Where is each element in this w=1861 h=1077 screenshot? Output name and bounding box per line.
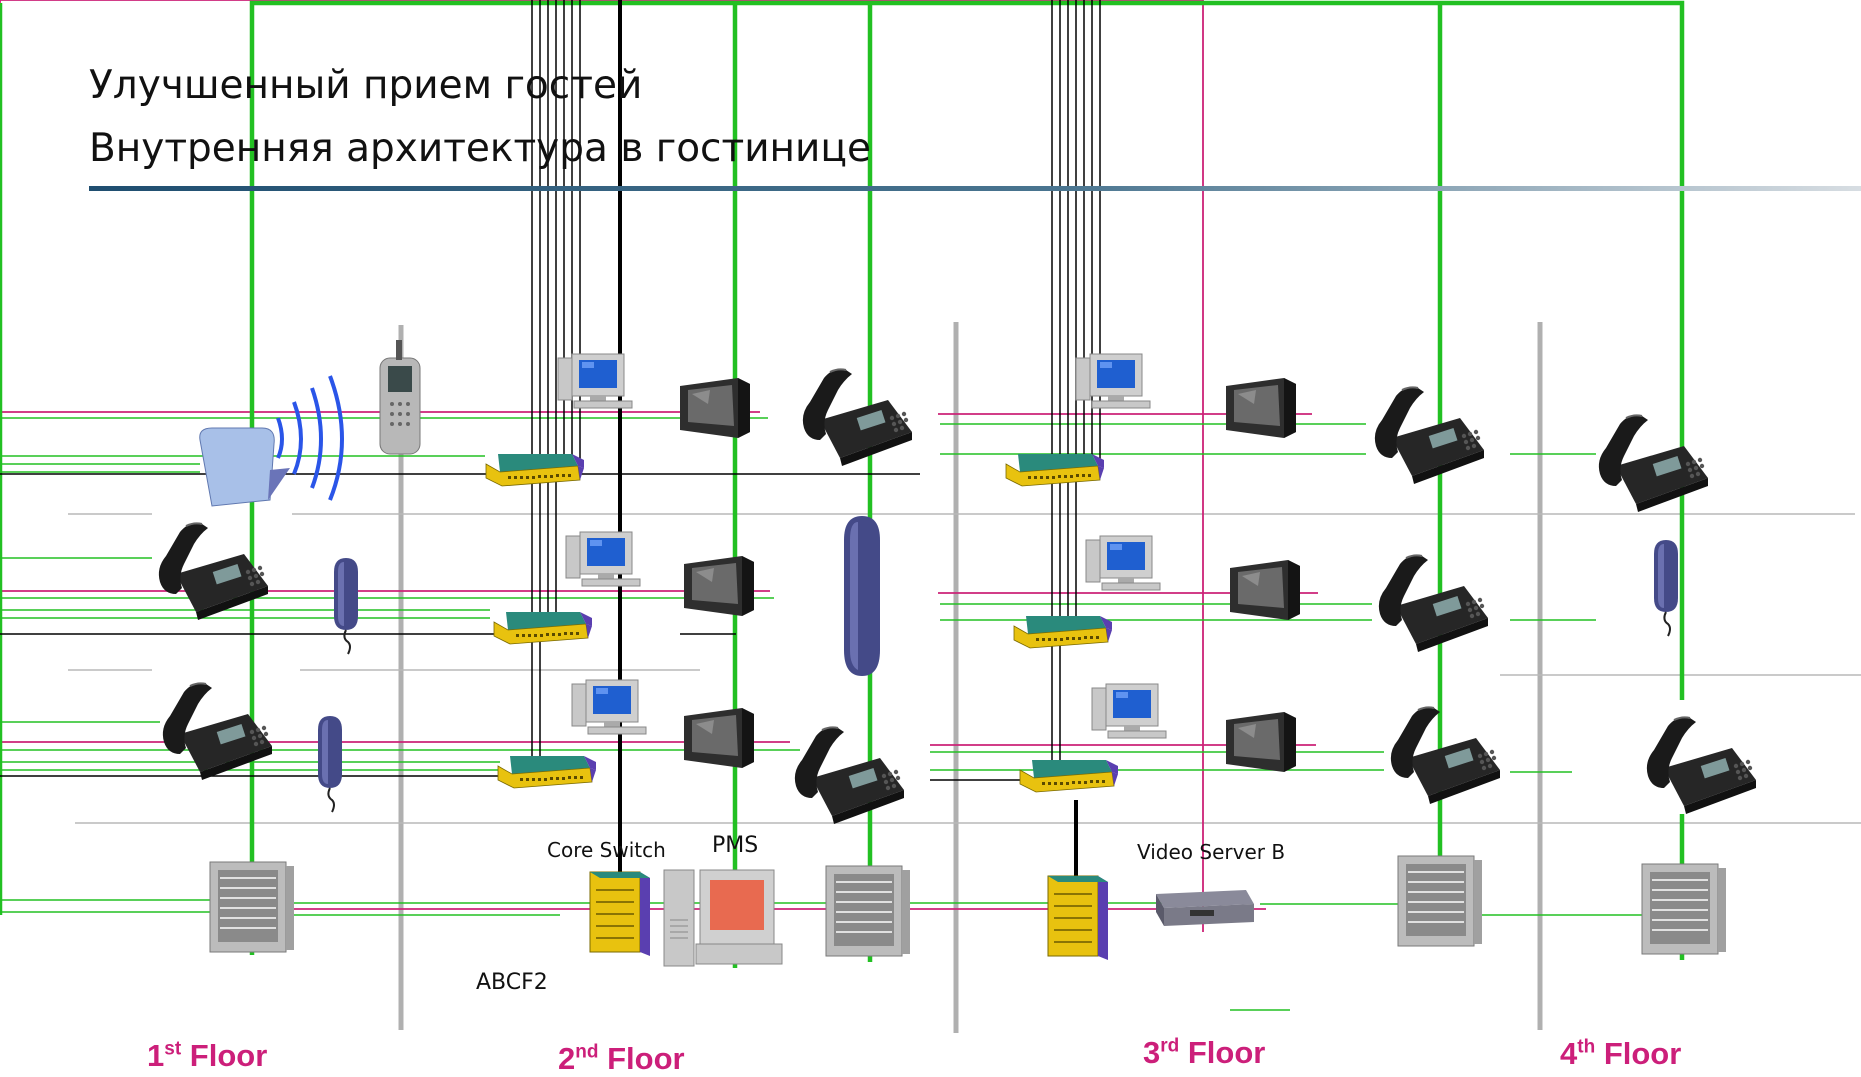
floor-switch (1019, 759, 1119, 793)
video-server-label: Video Server B (1137, 840, 1286, 864)
ip-phone (1597, 414, 1709, 513)
floor-label-2: 2nd Floor (558, 1041, 685, 1076)
floor-switch (497, 755, 597, 789)
floor-switch (1013, 615, 1113, 649)
guest-computer (1091, 683, 1167, 739)
corded-handset (1653, 539, 1679, 637)
ip-phone (801, 368, 913, 467)
ip-phone (161, 682, 273, 781)
video-server-device (1156, 890, 1254, 926)
floor-switch (493, 611, 593, 645)
floor-label-4: 4th Floor (1560, 1036, 1682, 1071)
pms-server (663, 869, 783, 967)
floor-switch (1005, 453, 1105, 487)
abcf-label: ABCF2 (476, 970, 548, 995)
ip-phone (1377, 554, 1489, 653)
core-switch-label: Core Switch (547, 838, 666, 862)
ip-phone (793, 726, 905, 825)
pms-label: PMS (712, 833, 759, 858)
core-switch-device (589, 871, 651, 957)
guest-tv (680, 378, 750, 438)
floor-switch (485, 453, 585, 487)
guest-tv (1226, 712, 1296, 772)
ip-phone (1645, 716, 1757, 815)
floor-label-3: 3rd Floor (1143, 1035, 1266, 1070)
rack-server (209, 861, 295, 953)
corded-handset (333, 557, 359, 655)
tall-handset (844, 516, 880, 676)
title-line-1: Улучшенный прием гостей (89, 63, 643, 108)
guest-tv (1226, 378, 1296, 438)
thin-green-cables (0, 417, 1650, 1011)
dect-cordless-phone (379, 340, 421, 455)
rack-server (1397, 855, 1483, 947)
corded-handset (317, 715, 343, 813)
guest-computer (571, 679, 647, 735)
guest-computer (1075, 353, 1151, 409)
title-rule (89, 186, 1861, 191)
guest-tv (684, 556, 754, 616)
guest-tv (1230, 560, 1300, 620)
floor-label-1: 1st Floor (147, 1038, 268, 1073)
title-line-2: Внутренняя архитектура в гостинице (89, 126, 871, 171)
wireless-access-point (199, 375, 344, 507)
video-switch-device (1047, 875, 1109, 961)
rack-server (825, 865, 911, 957)
rack-server (1641, 863, 1727, 955)
guest-tv (684, 708, 754, 768)
ip-phone (1373, 386, 1485, 485)
guest-computer (565, 531, 641, 587)
guest-computer (1085, 535, 1161, 591)
ip-phone (1389, 706, 1501, 805)
